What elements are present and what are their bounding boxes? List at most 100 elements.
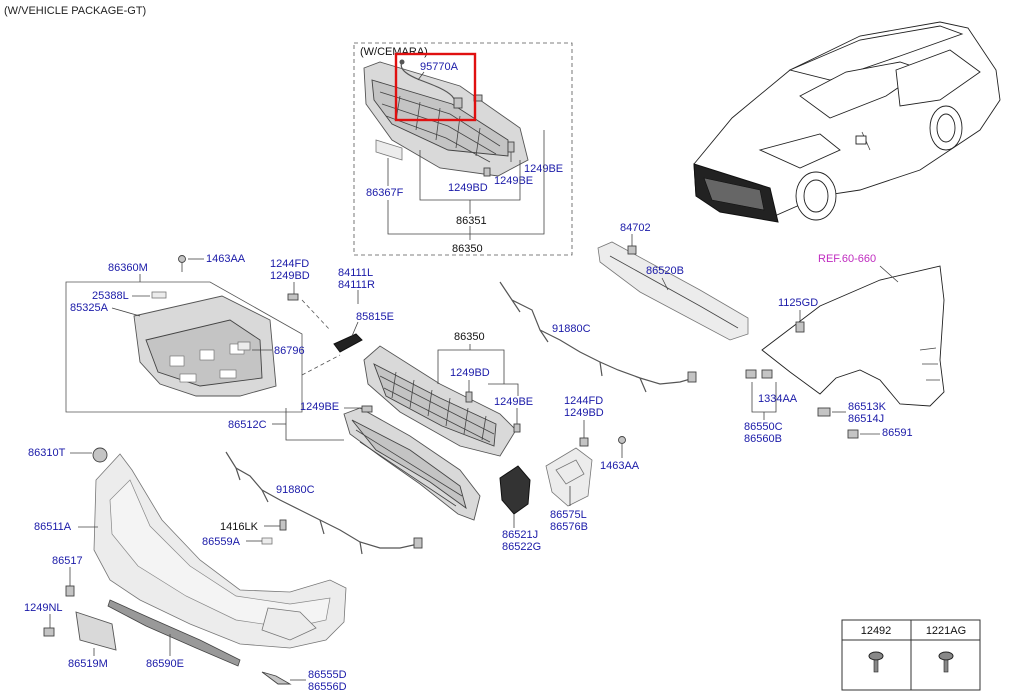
trim-86555D: [261, 671, 292, 685]
label-86519M: 86519M: [68, 658, 108, 670]
front-bumper-86511A: [93, 453, 347, 649]
clip-1463AA-right: [618, 436, 626, 444]
lower-grille-86512C: [343, 407, 481, 521]
label-86521J: 86521J: [502, 529, 538, 541]
harness-91880C-lower: [225, 451, 419, 549]
label-85815E: 85815E: [356, 311, 394, 323]
label-86512C: 86512C: [228, 419, 267, 431]
label-86550C: 86550C: [744, 421, 783, 433]
fastener-col-12492: 12492: [861, 625, 892, 637]
label-1463AA-right: 1463AA: [600, 460, 640, 472]
label-95770A: 95770A: [420, 61, 459, 73]
cap-86517: [65, 585, 75, 597]
harness-connector: [399, 59, 405, 65]
fastener-col-1221AG: 1221AG: [926, 625, 966, 637]
label-86576B: 86576B: [550, 521, 588, 533]
package-header: (W/VEHICLE PACKAGE-GT): [4, 5, 146, 17]
label-86591: 86591: [882, 427, 913, 439]
label-1249BE-mid-left: 1249BE: [300, 401, 339, 413]
label-86556D: 86556D: [308, 681, 347, 693]
label-86575L: 86575L: [550, 509, 587, 521]
screw-86591: [847, 429, 859, 439]
label-86360M: 86360M: [108, 262, 148, 274]
fender-ref: [761, 265, 945, 407]
label-84702: 84702: [620, 222, 651, 234]
label-1249NL: 1249NL: [24, 602, 63, 614]
label-86351: 86351: [456, 215, 487, 227]
bracket-84702: [627, 245, 637, 255]
label-1249BD-mid: 1249BD: [450, 367, 490, 379]
label-86560B: 86560B: [744, 433, 782, 445]
label-1249BE-upper-b: 1249BE: [524, 163, 563, 175]
emblem-86310T: [92, 447, 108, 463]
bolt-1249BE-mid: [513, 423, 521, 433]
bolt-1249BD-right: [579, 437, 589, 447]
engine-cover-86360M: [133, 295, 277, 397]
clip-1463AA-left: [178, 255, 186, 263]
harness-91880C-upper: [499, 281, 695, 385]
bolt-1125GD: [795, 321, 805, 333]
label-25388L: 25388L: [92, 290, 129, 302]
energy-absorber-86520B: [597, 241, 749, 341]
label-86796: 86796: [274, 345, 305, 357]
label-1334AA: 1334AA: [758, 393, 798, 405]
label-1244FD-left: 1244FD: [270, 258, 309, 270]
cover-86521J: [499, 465, 531, 515]
reference-label: REF.60-660: [818, 253, 876, 265]
fastener-table: 12492 1221AG: [841, 619, 981, 691]
bolts-upper: [483, 141, 515, 177]
label-86350-upper: 86350: [452, 243, 483, 255]
bolt-1249BD-left: [287, 293, 299, 301]
label-86520B: 86520B: [646, 265, 684, 277]
clip-1416LK: [279, 519, 287, 531]
bolt-1249BD-mid: [465, 391, 473, 403]
bracket-86559A: [261, 537, 273, 545]
label-86513K: 86513K: [848, 401, 887, 413]
label-1249BD-left: 1249BD: [270, 270, 310, 282]
label-86514J: 86514J: [848, 413, 884, 425]
label-91880C-upper: 91880C: [552, 323, 591, 335]
plate-bracket-86519M: [75, 611, 117, 651]
label-86559A: 86559A: [202, 536, 241, 548]
label-86350-mid: 86350: [454, 331, 485, 343]
label-86590E: 86590E: [146, 658, 184, 670]
cover-callout-box: [65, 281, 303, 413]
label-1416LK: 1416LK: [220, 521, 259, 533]
camera-inset-box: [353, 42, 573, 256]
grille-86350: [363, 345, 517, 457]
label-1463AA-left: 1463AA: [206, 253, 246, 265]
fastener-icon-1221AG: [938, 651, 954, 673]
label-1249BD-right: 1249BD: [564, 407, 604, 419]
label-91880C-lower: 91880C: [276, 484, 315, 496]
label-86367F: 86367F: [366, 187, 404, 199]
bolt-1249BE-mid-left: [361, 405, 373, 413]
label-86522G: 86522G: [502, 541, 541, 553]
label-84111L: 84111L: [338, 267, 373, 279]
clip-86513K: [817, 407, 831, 417]
label-1249BD-upper: 1249BD: [448, 182, 488, 194]
label-85325A: 85325A: [70, 302, 109, 314]
bolt-1249NL: [43, 627, 55, 637]
bracket-85815E: [333, 333, 363, 353]
label-86517: 86517: [52, 555, 83, 567]
label-1249BE-mid: 1249BE: [494, 396, 533, 408]
label-plate-25388L: [151, 291, 167, 299]
label-1244FD-right: 1244FD: [564, 395, 603, 407]
camera-unit: [453, 97, 463, 109]
camera-harness: [400, 61, 459, 105]
plate-86367F: [375, 139, 403, 161]
camera-highlight-box: [394, 52, 477, 122]
label-1125GD: 1125GD: [778, 297, 818, 309]
label-1249BE-upper-a: 1249BE: [494, 175, 533, 187]
label-84111R: 84111R: [338, 279, 375, 291]
nut-1334AA: [745, 369, 757, 379]
label-86310T: 86310T: [28, 447, 66, 459]
vehicle-illustration: [693, 21, 1001, 223]
label-86555D: 86555D: [308, 669, 347, 681]
camera-inset-label: (W/CEMARA): [360, 46, 428, 58]
lip-86590E: [107, 599, 241, 667]
label-86511A: 86511A: [34, 521, 72, 533]
label-plate-86796: [237, 341, 251, 351]
